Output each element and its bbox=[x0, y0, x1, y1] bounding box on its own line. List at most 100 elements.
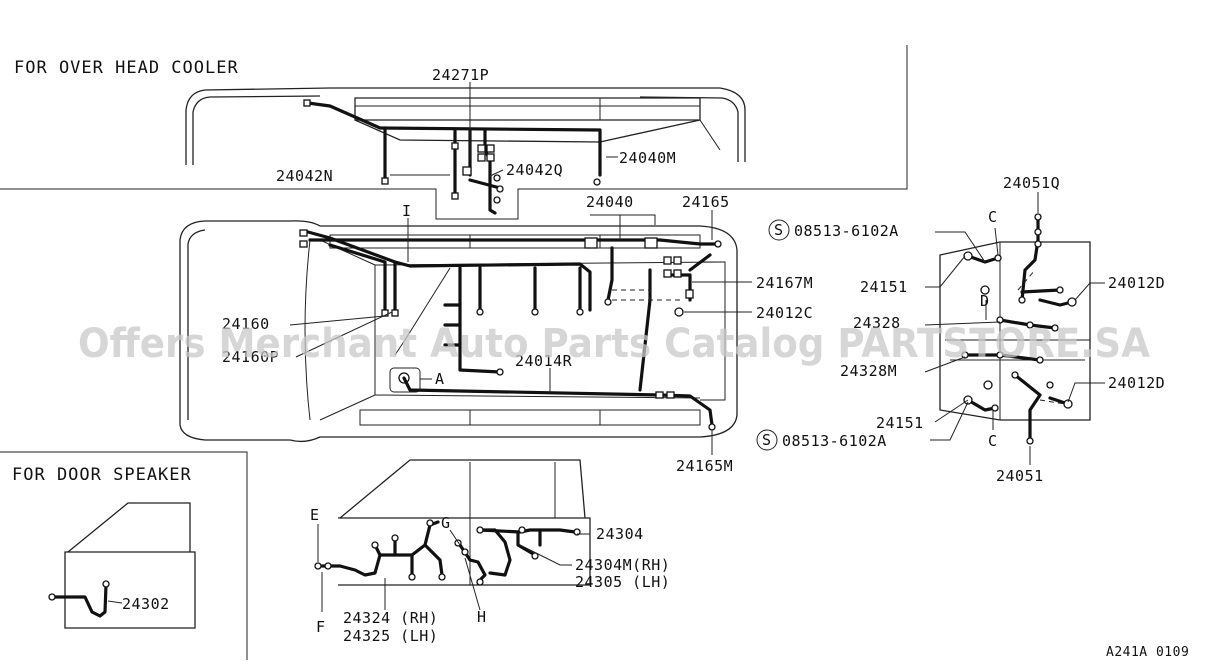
connector bbox=[1034, 228, 1042, 236]
connector bbox=[486, 153, 495, 162]
connector bbox=[476, 578, 484, 586]
connector bbox=[980, 285, 990, 295]
door-harness-leaders bbox=[317, 524, 590, 612]
door-harness-body bbox=[338, 459, 591, 586]
right-detail-body bbox=[939, 241, 1091, 421]
connector bbox=[451, 192, 459, 200]
door-speaker-title: FOR DOOR SPEAKER bbox=[12, 465, 192, 485]
connector bbox=[518, 526, 526, 534]
connector bbox=[102, 580, 110, 588]
label-C-bottom: C bbox=[988, 432, 998, 450]
connector bbox=[663, 269, 672, 278]
connector bbox=[493, 174, 501, 182]
s-symbol-bottom-letter: S bbox=[762, 431, 772, 449]
label-08513-6102A-top: 08513-6102A bbox=[794, 222, 899, 240]
connector bbox=[381, 177, 389, 185]
s-symbol-top-letter: S bbox=[774, 221, 784, 239]
connector bbox=[996, 351, 1004, 359]
right-detail-harness bbox=[961, 213, 1077, 445]
connector bbox=[476, 308, 484, 316]
label-H: H bbox=[477, 608, 487, 626]
connector bbox=[1063, 399, 1073, 409]
label-G: G bbox=[441, 514, 451, 532]
connector bbox=[493, 196, 501, 204]
connector bbox=[1051, 324, 1059, 332]
overhead-harness bbox=[303, 99, 602, 215]
connector bbox=[1036, 356, 1044, 364]
connector bbox=[299, 229, 308, 237]
main-car-body bbox=[179, 220, 738, 443]
connector bbox=[674, 307, 684, 317]
s-symbol-top bbox=[768, 219, 790, 241]
connector bbox=[531, 308, 539, 316]
overhead-car-body bbox=[185, 87, 746, 165]
connector bbox=[451, 142, 459, 150]
connector bbox=[454, 539, 462, 547]
overhead-cooler-frame bbox=[0, 45, 908, 220]
label-I: I bbox=[402, 202, 412, 220]
connector bbox=[48, 593, 56, 601]
label-24014R: 24014R bbox=[515, 352, 573, 370]
main-leaders bbox=[289, 210, 752, 455]
reference-code: A241A 0109 bbox=[1106, 645, 1189, 660]
connector bbox=[371, 541, 379, 549]
watermark: Offers Merchant Auto Parts Catalog PARTS… bbox=[78, 321, 1150, 367]
label-A: A bbox=[435, 370, 445, 388]
label-24051Q: 24051Q bbox=[1003, 174, 1060, 192]
connector bbox=[994, 254, 1002, 262]
connector bbox=[604, 298, 612, 306]
label-24012D-top: 24012D bbox=[1108, 274, 1165, 292]
label-E: E bbox=[310, 506, 320, 524]
connector bbox=[685, 289, 694, 299]
connector bbox=[496, 185, 504, 193]
connector bbox=[408, 573, 416, 581]
connector bbox=[461, 548, 469, 556]
label-24012C: 24012C bbox=[756, 304, 813, 322]
label-24325-LH: 24325 (LH) bbox=[343, 627, 438, 645]
label-24328M: 24328M bbox=[840, 362, 897, 380]
connector bbox=[462, 166, 472, 176]
connector bbox=[663, 256, 672, 265]
connector bbox=[391, 309, 399, 317]
main-harness bbox=[299, 229, 722, 431]
connector bbox=[426, 519, 434, 527]
connector bbox=[438, 573, 446, 581]
label-08513-6102A-bottom: 08513-6102A bbox=[782, 432, 887, 450]
connector bbox=[1026, 437, 1034, 445]
overhead-cooler-title: FOR OVER HEAD COOLER bbox=[14, 58, 239, 78]
connector bbox=[963, 251, 973, 261]
connector bbox=[391, 534, 399, 542]
label-24165: 24165 bbox=[682, 193, 730, 211]
connector bbox=[1056, 286, 1064, 294]
label-24271P: 24271P bbox=[432, 66, 489, 84]
connector bbox=[996, 316, 1004, 324]
connector bbox=[1018, 296, 1026, 304]
label-24160P: 24160P bbox=[222, 348, 279, 366]
door-harness-wires bbox=[314, 519, 581, 586]
door-speaker-frame bbox=[0, 451, 248, 660]
label-24051: 24051 bbox=[996, 467, 1044, 485]
label-24151-top: 24151 bbox=[860, 278, 908, 296]
connector bbox=[1046, 381, 1054, 389]
label-24304M-RH: 24304M(RH) bbox=[575, 556, 670, 574]
right-detail-leaders bbox=[924, 192, 1105, 465]
connector bbox=[576, 308, 584, 316]
connector bbox=[593, 178, 601, 186]
connector bbox=[655, 391, 664, 399]
label-D: D bbox=[980, 292, 990, 310]
connector bbox=[1026, 321, 1034, 329]
s-symbol-bottom bbox=[756, 429, 778, 451]
label-24160: 24160 bbox=[222, 315, 270, 333]
label-24042Q: 24042Q bbox=[506, 161, 563, 179]
label-24324-RH: 24324 (RH) bbox=[343, 609, 438, 627]
connector bbox=[673, 269, 682, 278]
connector bbox=[324, 562, 332, 570]
label-24167M: 24167M bbox=[756, 274, 813, 292]
connector bbox=[486, 144, 495, 153]
connector bbox=[1011, 371, 1019, 379]
label-24012D-bottom: 24012D bbox=[1108, 374, 1165, 392]
connector bbox=[1067, 297, 1077, 307]
connector bbox=[708, 423, 716, 431]
connector bbox=[673, 256, 682, 265]
